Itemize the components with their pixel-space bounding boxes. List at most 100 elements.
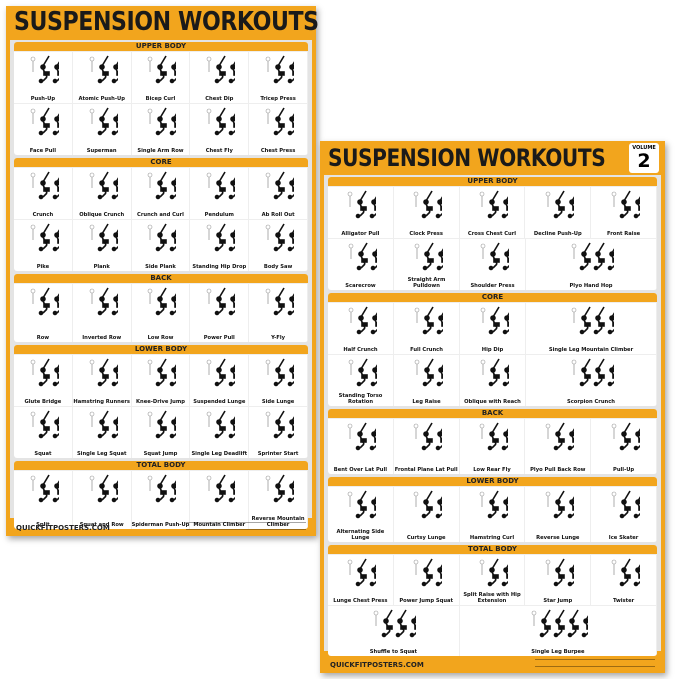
exercise-label: Mountain Climber — [193, 522, 246, 528]
exercise-cell: Plank — [73, 220, 132, 271]
exercise-figure-icon — [206, 474, 236, 503]
exercise-cell: Side Plank — [132, 220, 191, 271]
exercise-cell: Leg Raise — [394, 355, 460, 406]
exercise-label: Power Jump Squat — [399, 598, 454, 604]
exercise-figure-icon — [545, 490, 574, 519]
exercise-figure-icon — [206, 287, 236, 316]
exercise-label: Lunge Chest Press — [333, 598, 388, 604]
section-header: BACK — [14, 274, 308, 283]
exercise-label: Suspended Lunge — [193, 399, 246, 405]
exercise-cell: Low Row — [132, 284, 191, 342]
exercise-cell: Power Pull — [190, 284, 250, 342]
exercise-label: Plank — [93, 264, 110, 270]
exercise-figure-icon — [479, 490, 508, 519]
exercise-label: Crunch — [32, 212, 54, 218]
exercise-figure-icon — [265, 287, 295, 316]
volume-number: 2 — [637, 150, 651, 172]
exercise-label: Split Raise with Hip Extension — [463, 592, 521, 604]
exercise-label: Leg Raise — [412, 399, 441, 405]
exercise-figure-icon — [89, 474, 118, 503]
exercise-figure-icon — [206, 410, 236, 439]
exercise-cell: Side Lunge — [249, 355, 308, 406]
exercise-cell: Single Leg Burpee — [460, 606, 657, 656]
exercise-figure-icon — [265, 171, 295, 200]
exercise-cell: Ab Roll Out — [249, 168, 308, 219]
exercise-cell: Reverse Lunge — [525, 487, 592, 542]
exercise-cell: Alligator Pull — [328, 187, 394, 238]
exercise-figure-icon — [89, 410, 118, 439]
exercise-cell: Scorpion Crunch — [526, 355, 657, 406]
exercise-cell: Low Rear Fly — [460, 419, 526, 474]
exercise-label: Full Crunch — [410, 347, 443, 353]
exercise-figure-icon — [30, 171, 59, 200]
exercise-cell: Squat Jump — [132, 407, 191, 458]
exercise-cell: Full Crunch — [394, 303, 460, 354]
exercise-figure-icon — [611, 558, 640, 587]
exercise-label: Shoulder Press — [470, 283, 515, 289]
exercise-figure-icon — [89, 171, 118, 200]
exercise-figure-icon — [265, 474, 295, 503]
exercise-cell: Single Leg Squat — [73, 407, 132, 458]
exercise-label: Push-Up — [30, 96, 56, 102]
exercise-label: Low Row — [147, 335, 174, 341]
exercise-cell: Single Leg Mountain Climber — [526, 303, 657, 354]
section-header: LOWER BODY — [328, 477, 657, 486]
volume-badge: VOLUME 2 — [629, 143, 659, 173]
exercise-label: Superman — [86, 148, 117, 154]
exercise-cell: Sprinter Start — [249, 407, 308, 458]
exercise-label: Side Lunge — [261, 399, 295, 405]
exercise-figure-icon — [89, 55, 118, 84]
exercise-figure-icon — [148, 287, 177, 316]
exercise-label: Ab Roll Out — [261, 212, 295, 218]
exercise-cell: Knee-Drive Jump — [132, 355, 191, 406]
exercise-figure-icon — [30, 107, 59, 136]
exercise-label: Straight Arm Pulldown — [407, 277, 446, 289]
exercise-figure-icon — [148, 223, 177, 252]
exercise-label: Low Rear Fly — [473, 467, 511, 473]
exercise-figure-icon — [348, 190, 377, 219]
exercise-figure-icon — [413, 558, 443, 587]
exercise-cell: Single Leg Deadlift — [190, 407, 250, 458]
exercise-cell: Decline Push-Up — [525, 187, 592, 238]
exercise-figure-icon — [348, 306, 377, 335]
exercise-figure-icon — [480, 306, 509, 335]
exercise-cell: Curtsy Lunge — [394, 487, 460, 542]
exercise-cell: Clock Press — [394, 187, 460, 238]
exercise-cell: Crunch and Curl — [132, 168, 191, 219]
exercise-label: Scarecrow — [345, 283, 376, 289]
exercise-label: Inverted Row — [82, 335, 122, 341]
exercise-cell: Cross Chest Curl — [460, 187, 526, 238]
exercise-figure-icon — [89, 107, 118, 136]
exercise-label: Split — [36, 522, 50, 528]
exercise-label: Body Saw — [263, 264, 293, 270]
exercise-label: Single Leg Squat — [76, 451, 127, 457]
exercise-label: Standing Torso Rotation — [338, 393, 383, 405]
exercise-label: Alligator Pull — [341, 231, 380, 237]
exercise-figure-icon — [545, 558, 574, 587]
exercise-cell: Crunch — [14, 168, 73, 219]
exercise-label: Cross Chest Curl — [467, 231, 517, 237]
exercise-label: Hamstring Curl — [469, 535, 515, 541]
exercise-cell: Body Saw — [249, 220, 308, 271]
exercise-cell: Chest Press — [249, 104, 308, 155]
exercise-label: Hip Dip — [481, 347, 504, 353]
exercise-label: Pike — [36, 264, 50, 270]
exercise-cell: Straight Arm Pulldown — [394, 239, 460, 290]
exercise-label: Squat Jump — [143, 451, 178, 457]
exercise-figure-icon — [348, 422, 377, 451]
exercise-cell: Star Jump — [525, 555, 592, 605]
exercise-cell: Ice Skater — [591, 487, 657, 542]
exercise-figure-icon — [348, 490, 377, 519]
exercise-label: Reverse Mountain Climber — [251, 516, 305, 528]
disclaimer — [535, 659, 655, 667]
